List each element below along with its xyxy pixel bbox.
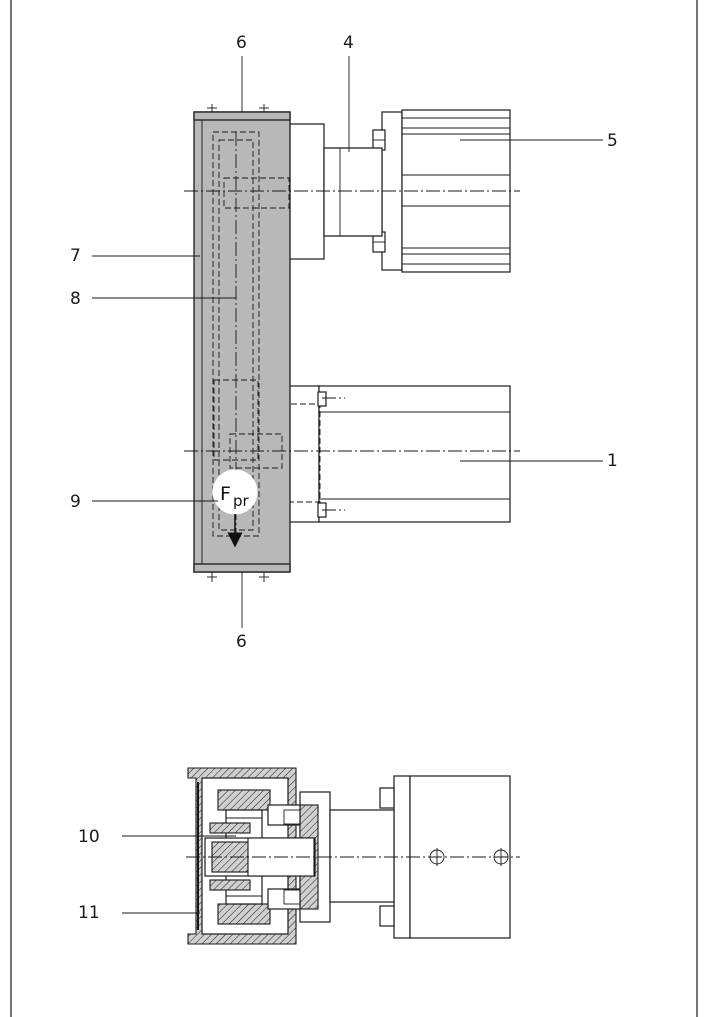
leader-lines (92, 56, 603, 628)
label-8: 8 (70, 289, 81, 309)
section-housing (187, 767, 316, 945)
section-leaders (122, 835, 236, 914)
label-6-bottom: 6 (236, 632, 247, 652)
actuator-body (281, 385, 511, 523)
label-10: 10 (78, 827, 100, 847)
section-view: 10 11 (78, 767, 520, 945)
label-1: 1 (607, 451, 618, 471)
label-4: 4 (343, 33, 354, 53)
force-label: F (220, 483, 231, 505)
top-assembly-view: F pr 6 4 5 7 8 1 9 6 (70, 33, 618, 652)
label-11: 11 (78, 903, 100, 923)
radial-force-symbol: F pr (212, 469, 258, 548)
label-5: 5 (607, 131, 618, 151)
force-subscript: pr (233, 492, 250, 510)
label-9: 9 (70, 492, 81, 512)
page-border (10, 0, 698, 1017)
label-7: 7 (70, 246, 81, 266)
motor-flange (288, 123, 383, 260)
label-6-top: 6 (236, 33, 247, 53)
